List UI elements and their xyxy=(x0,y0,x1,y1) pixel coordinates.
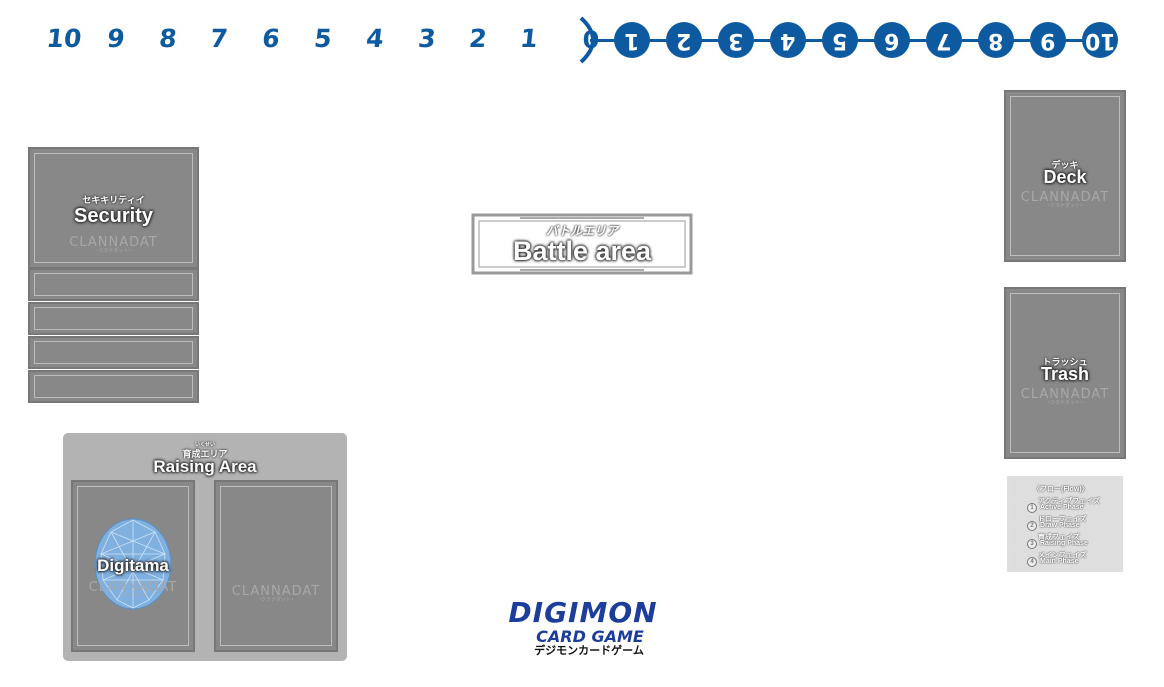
flow-step-3-jp: 育成フェイズ xyxy=(1038,534,1080,541)
battle-area-label: Battle area xyxy=(512,236,652,266)
trash-label-jp: トラッシュ xyxy=(1042,357,1088,367)
brand-watermark: CLANNADAT xyxy=(231,584,321,599)
memory-opponent-2[interactable]: 2 xyxy=(467,24,489,53)
memory-opponent-7[interactable]: 7 xyxy=(208,24,230,53)
memory-opponent-10[interactable]: 10 xyxy=(45,24,83,53)
memory-player-9[interactable]: 9 xyxy=(1030,22,1066,58)
flow-card-edge xyxy=(1007,476,1123,572)
logo-digimon: DIGIMON xyxy=(508,596,658,629)
security-label: Security xyxy=(74,205,153,227)
security-slot[interactable] xyxy=(28,268,199,301)
raising-field-slot[interactable]: CLANNADAT ~クラナダット~ xyxy=(214,480,338,652)
digimon-card-game-logo: DIGIMON CARD GAME デジモンカードゲーム xyxy=(498,598,668,660)
memory-player-8[interactable]: 8 xyxy=(978,22,1014,58)
battle-area[interactable]: バトルエリア Battle area xyxy=(470,212,694,276)
brand-watermark: CLANNADAT xyxy=(88,580,178,595)
memory-opponent-9[interactable]: 9 xyxy=(105,24,127,53)
memory-opponent-8[interactable]: 8 xyxy=(157,24,179,53)
battle-area-label-jp: バトルエリア xyxy=(545,224,619,238)
deck-area[interactable]: デッキ Deck CLANNADAT ~クラナダット~ xyxy=(1004,90,1126,262)
raising-label-ruby: いくせい xyxy=(194,442,215,448)
deck-label-jp: デッキ xyxy=(1051,160,1079,170)
security-slot[interactable] xyxy=(28,302,199,335)
memory-zero[interactable]: 0 xyxy=(582,26,600,54)
security-label-jp: セキキリティイ xyxy=(82,195,145,205)
memory-player-10[interactable]: 10 xyxy=(1082,22,1118,58)
memory-player-4[interactable]: 4 xyxy=(770,22,806,58)
memory-player-1[interactable]: 1 xyxy=(614,22,650,58)
brand-watermark: CLANNADAT xyxy=(1020,387,1110,402)
brand-watermark-sub: ~クラナダット~ xyxy=(1047,203,1083,209)
trash-label: Trash xyxy=(1040,364,1090,384)
digitama-label: Digitama xyxy=(97,556,169,575)
brand-watermark-sub: ~クラナダット~ xyxy=(115,593,151,599)
brand-watermark: CLANNADAT xyxy=(1020,190,1110,205)
raising-label: Raising Area xyxy=(153,457,257,476)
battle-area-frame xyxy=(471,213,693,275)
trash-area[interactable]: トラッシュ Trash CLANNADAT ~クラナダット~ xyxy=(1004,287,1126,459)
card-frame xyxy=(1010,96,1120,256)
memory-player-6[interactable]: 6 xyxy=(874,22,910,58)
digitama-deck-slot[interactable]: Digitama CLANNADAT ~クラナダット~ xyxy=(71,480,195,652)
security-slot[interactable] xyxy=(28,370,199,403)
logo-jp: デジモンカードゲーム xyxy=(534,645,644,657)
memory-opponent-4[interactable]: 4 xyxy=(364,24,386,53)
memory-opponent-5[interactable]: 5 xyxy=(312,24,334,53)
memory-opponent-1[interactable]: 1 xyxy=(518,24,540,53)
flow-step-1-jp: アクティブフェイズ xyxy=(1038,498,1101,505)
memory-opponent-3[interactable]: 3 xyxy=(416,24,438,53)
brand-watermark-sub: ~クラナダット~ xyxy=(258,597,294,603)
card-frame xyxy=(77,486,189,646)
raising-area[interactable]: いくせい 育成エリア Raising Area Digitama CLANNAD… xyxy=(63,433,347,661)
digi-egg-icon xyxy=(94,518,172,610)
memory-opponent-6[interactable]: 6 xyxy=(260,24,282,53)
deck-label: Deck xyxy=(1043,167,1087,187)
card-frame xyxy=(220,486,332,646)
logo-card-game: CARD GAME xyxy=(536,627,644,646)
memory-player-7[interactable]: 7 xyxy=(926,22,962,58)
brand-watermark-sub: ~クラナダット~ xyxy=(1047,400,1083,406)
security-area[interactable]: セキキリティイ Security CLANNADAT ~クラナダット~ xyxy=(28,147,199,269)
memory-player-2[interactable]: 2 xyxy=(666,22,702,58)
flow-step-4-jp: メインフェイズ xyxy=(1038,552,1087,559)
zero-arc-icon xyxy=(579,16,595,64)
flow-title: 〈フロー(Flow)〉 xyxy=(1033,486,1089,493)
security-slot[interactable] xyxy=(28,336,199,369)
memory-player-3[interactable]: 3 xyxy=(718,22,754,58)
raising-label-jp: 育成エリア xyxy=(182,449,228,459)
flow-step-2-jp: ドローフェイズ xyxy=(1038,516,1087,523)
brand-watermark-sub: ~クラナダット~ xyxy=(95,248,132,254)
brand-watermark: CLANNADAT xyxy=(69,235,158,250)
memory-player-5[interactable]: 5 xyxy=(822,22,858,58)
card-frame xyxy=(34,153,193,263)
card-frame xyxy=(1010,293,1120,453)
